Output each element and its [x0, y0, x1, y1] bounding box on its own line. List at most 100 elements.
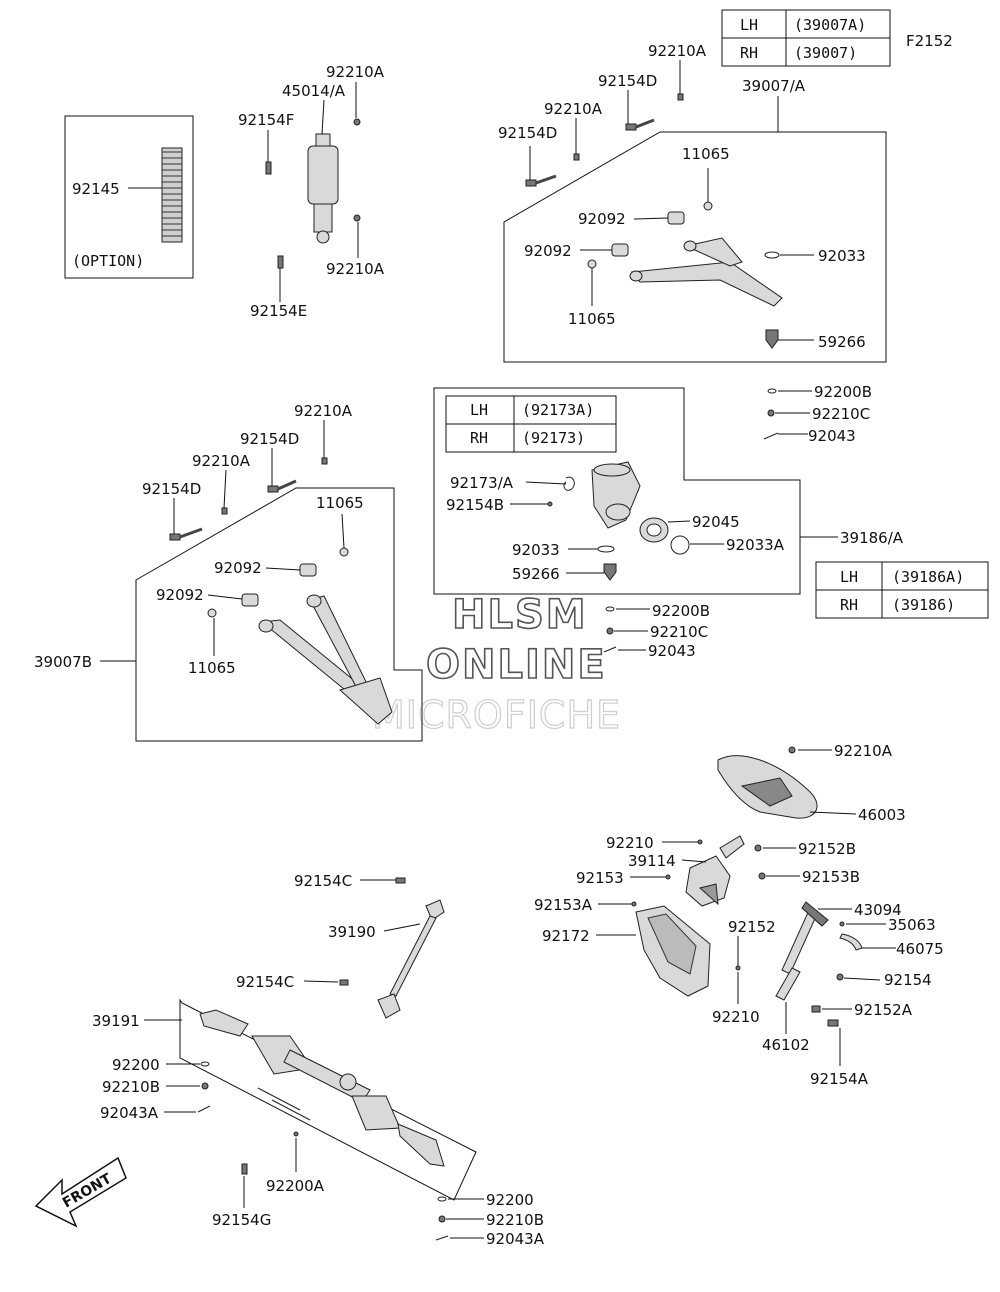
table-2-rh-code: (92173) [522, 429, 585, 447]
part-label-92210c: 92210C [650, 623, 708, 641]
part-label-92173-a: 92173/A [450, 474, 514, 492]
part-label-39114: 39114 [628, 852, 676, 870]
part-label-92033a: 92033A [726, 536, 785, 554]
upper-arm-box [503, 96, 887, 363]
part-label-39190: 39190 [328, 923, 376, 941]
part-label-92043: 92043 [808, 427, 856, 445]
part-label-92200: 92200 [112, 1056, 160, 1074]
table-2-rh: RH [470, 429, 488, 447]
part-label-92154: 92154 [884, 971, 932, 989]
part-label-92200b: 92200B [652, 602, 710, 620]
part-label-43094: 43094 [854, 901, 902, 919]
steering-column-illustration [665, 835, 766, 907]
bracket-illustration [631, 901, 711, 997]
part-label-92210a: 92210A [648, 42, 707, 60]
part-label-11065: 11065 [682, 145, 730, 163]
part-label-92210a: 92210A [294, 402, 353, 420]
part-label-92154f: 92154F [238, 111, 294, 129]
lower-arm-bolts [169, 457, 328, 541]
part-label-92092: 92092 [156, 586, 204, 604]
part-label-92210a: 92210A [834, 742, 893, 760]
table-3-rh-code: (39186) [892, 596, 955, 614]
table-3-lh: LH [840, 568, 858, 586]
part-label-92200b: 92200B [814, 383, 872, 401]
lower-a-arm-illustration [207, 547, 393, 725]
option-note: (OPTION) [72, 252, 144, 270]
lower-arm-box [100, 487, 423, 742]
part-label-92153a: 92153A [534, 896, 593, 914]
part-label-92210a: 92210A [326, 63, 385, 81]
part-label-92154d: 92154D [142, 480, 201, 498]
part-label-92092: 92092 [214, 559, 262, 577]
shock-absorber-illustration [265, 118, 361, 269]
part-label-92154e: 92154E [250, 302, 307, 320]
part-label-92154c: 92154C [236, 973, 294, 991]
part-label-92154g: 92154G [212, 1211, 271, 1229]
rack-hardware [197, 1061, 449, 1241]
part-label-92154c: 92154C [294, 872, 352, 890]
upper-arm-bolts [525, 93, 684, 187]
part-label-92152: 92152 [728, 918, 776, 936]
part-label-59266: 59266 [818, 333, 866, 351]
part-label-92210a: 92210A [326, 260, 385, 278]
part-label-92210: 92210 [712, 1008, 760, 1026]
part-label-92210c: 92210C [812, 405, 870, 423]
steering-shaft-illustration [339, 877, 445, 1019]
part-label-39007-a: 39007/A [742, 77, 806, 95]
part-label-92200a: 92200A [266, 1177, 325, 1195]
table-1-lh-code: (39007A) [794, 16, 866, 34]
part-label-92043a: 92043A [100, 1104, 159, 1122]
part-label-92154b: 92154B [446, 496, 504, 514]
tilt-damper-illustration [735, 901, 863, 1027]
part-label-92153: 92153 [576, 869, 624, 887]
part-label-92043a: 92043A [486, 1230, 545, 1248]
part-label-92033: 92033 [512, 541, 560, 559]
table-2-lh-code: (92173A) [522, 401, 594, 419]
part-label-92154d: 92154D [240, 430, 299, 448]
part-label-92210: 92210 [606, 834, 654, 852]
part-label-11065: 11065 [316, 494, 364, 512]
part-label-11065: 11065 [568, 310, 616, 328]
part-label-45014-a: 45014/A [282, 82, 346, 100]
variant-table-39186: LH (39186A) RH (39186) [815, 561, 989, 619]
table-3-rh: RH [840, 596, 858, 614]
watermark-line-1: HLSM [452, 592, 588, 638]
watermark-line-3: MICROFICHE [372, 693, 621, 737]
table-1-rh-code: (39007) [794, 44, 857, 62]
spring-illustration [161, 147, 183, 243]
table-1-lh: LH [740, 16, 758, 34]
part-label-92043: 92043 [648, 642, 696, 660]
steering-wheel-illustration [717, 746, 818, 819]
part-label-92092: 92092 [578, 210, 626, 228]
part-label-92200: 92200 [486, 1191, 534, 1209]
part-label-46102: 46102 [762, 1036, 810, 1054]
part-label-35063: 92172 [542, 927, 590, 945]
steering-rack-box [144, 998, 477, 1201]
part-label-92210b: 92210B [102, 1078, 160, 1096]
hardware-middle [603, 606, 617, 653]
watermark-line-2: ONLINE [426, 642, 607, 688]
part-label-46003: 46003 [858, 806, 906, 824]
part-label-92152a: 92152A [854, 1001, 913, 1019]
part-label-92152b: 92152B [798, 840, 856, 858]
table-1-rh: RH [740, 44, 758, 62]
part-label-39186-a: 39186/A [840, 529, 904, 547]
figure-code: F2152 [906, 32, 953, 50]
part-label-92154d: 92154D [498, 124, 557, 142]
part-label-39007b: 39007B [34, 653, 92, 671]
table-3-lh-code: (39186A) [892, 568, 964, 586]
part-label-59266: 59266 [512, 565, 560, 583]
part-label-92172: 35063 [888, 916, 936, 934]
hardware-upper-right [763, 388, 779, 440]
variant-table-39007: LH (39007A) RH (39007) [721, 9, 891, 67]
a-arm-illustration [587, 201, 783, 349]
part-label-92210b: 92210B [486, 1211, 544, 1229]
table-2-lh: LH [470, 401, 488, 419]
part-label-92153b: 92153B [802, 868, 860, 886]
knuckle-illustration [547, 461, 690, 581]
part-label-92145: 92145 [72, 180, 120, 198]
front-arrow: FRONT [34, 1156, 127, 1228]
part-label-92033: 92033 [818, 247, 866, 265]
part-label-92154d: 92154D [598, 72, 657, 90]
part-label-92045: 92045 [692, 513, 740, 531]
